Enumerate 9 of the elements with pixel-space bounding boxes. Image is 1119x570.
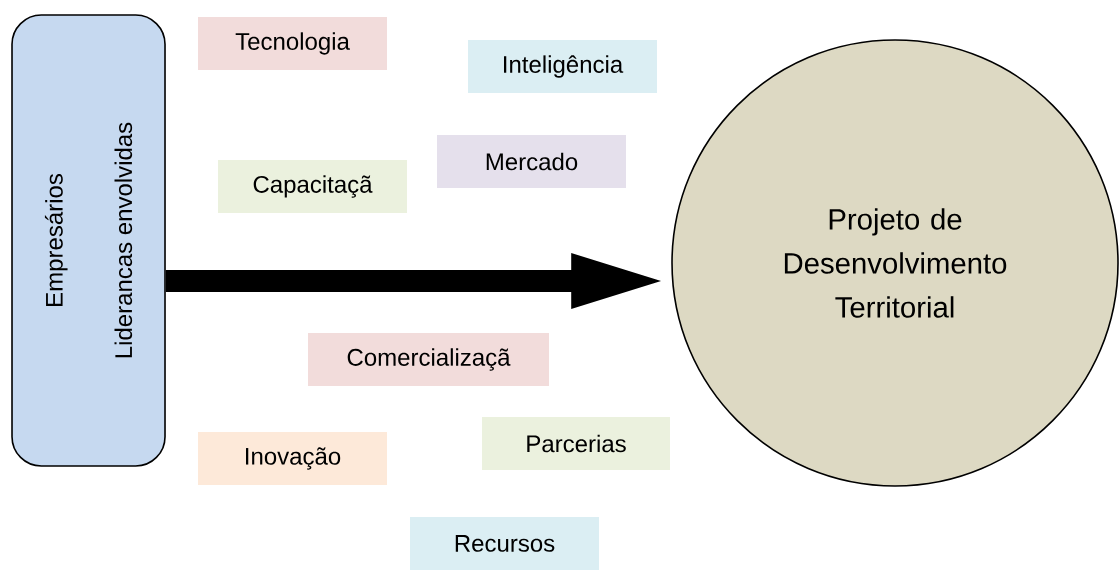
label-box: Inteligência bbox=[468, 40, 657, 93]
label-box: Comercializaçã bbox=[308, 333, 549, 386]
label-box: Inovação bbox=[198, 432, 387, 485]
label-box: Recursos bbox=[410, 517, 599, 570]
label-box: Capacitaçã bbox=[218, 160, 407, 213]
label-box: Parcerias bbox=[482, 417, 670, 470]
label-box: Mercado bbox=[437, 135, 626, 188]
label-box: Tecnologia bbox=[198, 17, 387, 70]
rounded-box: Empresários Liderancas envolvidas bbox=[11, 14, 166, 467]
